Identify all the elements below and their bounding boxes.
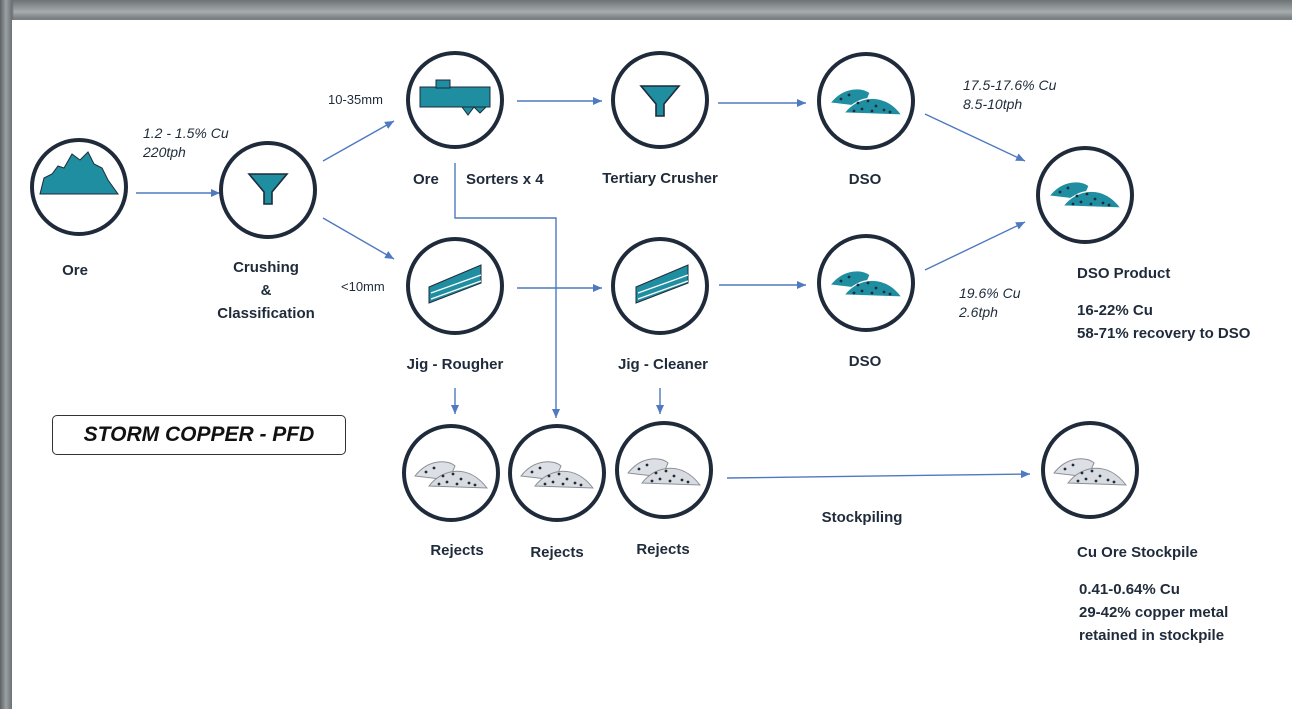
stockpiling-label: Stockpiling (821, 509, 903, 526)
sorter-machine-icon (419, 79, 491, 116)
cu-ore-stockpile-label: Cu Ore Stockpile (1077, 544, 1198, 561)
crushing-label-line-2: & (260, 282, 272, 299)
rejects-label-1: Rejects (430, 542, 484, 559)
arrow-crushing-to-jig (322, 217, 395, 260)
size-label-coarse: 10-35mm (328, 92, 383, 107)
dso-top-label: DSO (848, 171, 882, 188)
dso-bottom-grade: 19.6% Cu (959, 285, 1021, 301)
dso-product-stats: 16-22% Cu 58-71% recovery to DSO (1077, 299, 1250, 345)
stockpile-grade: 0.41-0.64% Cu (1079, 581, 1180, 598)
arrow-dso2-to-product (924, 221, 1026, 271)
flow-arrows (136, 97, 1031, 479)
ore-sorter-label: Ore (413, 171, 439, 188)
rejects-label-3: Rejects (636, 541, 690, 558)
feed-grade: 1.2 - 1.5% Cu (143, 125, 229, 141)
rejects-label-2: Rejects (530, 544, 584, 561)
sorters-label: Sorters x 4 (466, 171, 544, 188)
arrow-dso-to-product (924, 113, 1026, 162)
stockpile-stats: 0.41-0.64% Cu 29-42% copper metal retain… (1079, 578, 1228, 647)
ore-label: Ore (62, 262, 88, 279)
crushing-label-line-1: Crushing (233, 259, 299, 276)
size-label-fine: <10mm (341, 279, 385, 294)
diagram-title-box: STORM COPPER - PFD (52, 415, 346, 455)
ore-rock-icon (39, 151, 119, 195)
stockpile-metal-line-1: 29-42% copper metal (1079, 604, 1229, 621)
dso-bottom-rate: 2.6tph (959, 304, 998, 320)
jig-rougher-label: Jig - Rougher (406, 356, 504, 373)
arrow-sorters-to-rejects (454, 163, 560, 418)
dso-top-annotation: 17.5-17.6% Cu 8.5-10tph (963, 76, 1056, 114)
dso-product-grade: 16-22% Cu (1077, 302, 1153, 319)
dso-bottom-label: DSO (848, 353, 882, 370)
dso-top-rate: 8.5-10tph (963, 96, 1023, 112)
crushing-label-line-3: Classification (217, 305, 315, 322)
jig-cleaner-label: Jig - Cleaner (617, 356, 709, 373)
dso-product-label: DSO Product (1077, 265, 1171, 282)
feed-annotation: 1.2 - 1.5% Cu 220tph (143, 124, 229, 162)
arrow-rejects-to-stockpile (726, 470, 1031, 479)
feed-rate: 220tph (143, 144, 186, 160)
arrow-crushing-to-sorters (322, 120, 395, 162)
tertiary-crusher-label: Tertiary Crusher (602, 170, 718, 187)
dso-top-grade: 17.5-17.6% Cu (963, 77, 1057, 93)
stockpile-metal-line-2: retained in stockpile (1079, 627, 1225, 644)
diagram-title: STORM COPPER - PFD (83, 423, 315, 446)
dso-bottom-annotation: 19.6% Cu 2.6tph (959, 284, 1020, 322)
crushing-label: Crushing & Classification (217, 256, 315, 325)
dso-product-recovery: 58-71% recovery to DSO (1077, 325, 1251, 342)
